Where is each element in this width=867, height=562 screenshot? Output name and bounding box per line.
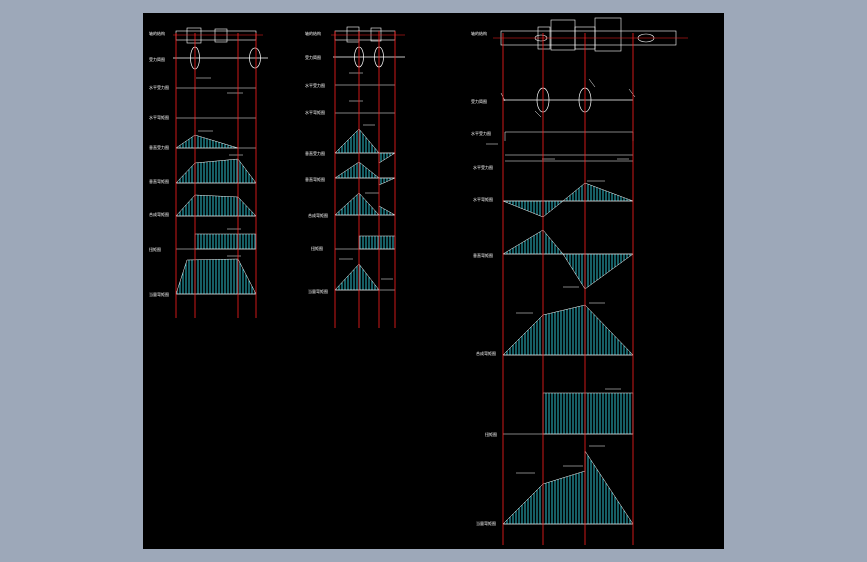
bearing-ellipses	[173, 46, 268, 70]
panel-left: 轴的结构 受力简图 水平受力图 水平弯矩图 垂直受力图 垂直弯矩图 合成弯矩图 …	[149, 27, 268, 318]
combined-moment-shape	[175, 194, 257, 217]
row-label-vertical-moment: 垂直弯矩图	[305, 176, 325, 182]
combined-moment-shape	[334, 192, 380, 216]
row-label-horizontal-moment: 水平弯矩图	[305, 109, 325, 115]
horizontal-moment-shape	[334, 128, 380, 154]
row-label-horizontal-moment: 水平弯矩图	[149, 114, 169, 120]
row-label-horizontal-force: 水平受力图	[471, 130, 491, 136]
row-label-horizontal-force-2: 水平受力图	[473, 164, 493, 170]
shaft-load-diagrams-drawing: 轴的结构 受力简图 水平受力图 水平弯矩图 垂直受力图 垂直弯矩图 合成弯矩图 …	[149, 17, 688, 545]
equivalent-moment-shape	[502, 450, 634, 525]
row-label-structure: 轴的结构	[149, 30, 165, 36]
row-label-force-sketch: 受力简图	[149, 56, 165, 62]
guide-lines	[334, 31, 396, 328]
combined-moment-tail-shape	[378, 205, 396, 216]
bearing-ellipses	[333, 46, 405, 68]
horizontal-moment-cross-shape	[542, 200, 564, 218]
vertical-moment-shape	[334, 161, 380, 179]
equivalent-moment-shape	[334, 263, 380, 291]
row-label-horizontal-force: 水平受力图	[149, 84, 169, 90]
shaft-outline	[493, 17, 688, 52]
vertical-moment-negative-shape	[562, 253, 634, 290]
equivalent-moment-shape	[175, 258, 257, 295]
row-label-horizontal-moment: 水平弯矩图	[473, 196, 493, 202]
row-label-equivalent-moment: 当量弯矩图	[149, 291, 169, 297]
force-arrows	[500, 78, 636, 118]
row-label-structure: 轴的结构	[305, 30, 321, 36]
row-label-combined-moment: 合成弯矩图	[149, 211, 169, 217]
row-label-vertical-moment: 垂直弯矩图	[473, 252, 493, 258]
torque-shape	[542, 392, 634, 435]
guide-lines	[175, 33, 257, 318]
guide-lines	[502, 33, 634, 545]
vertical-moment-shape	[175, 158, 257, 184]
bearing-ellipses	[503, 87, 633, 113]
drawing-viewport[interactable]: 轴的结构 受力简图 水平受力图 水平弯矩图 垂直受力图 垂直弯矩图 合成弯矩图 …	[143, 13, 724, 549]
row-label-torque: 扭矩图	[485, 431, 497, 437]
shaft-outline	[331, 26, 405, 43]
row-label-combined-moment: 合成弯矩图	[476, 350, 496, 356]
vertical-moment-positive-shape	[502, 229, 564, 255]
row-label-force-sketch: 受力简图	[471, 98, 487, 104]
shaft-outline	[173, 27, 263, 44]
row-label-horizontal-force: 水平受力图	[305, 82, 325, 88]
row-label-combined-moment: 合成弯矩图	[308, 212, 328, 218]
row-label-torque: 扭矩图	[311, 245, 323, 251]
panel-middle: 轴的结构 受力简图 水平受力图 水平弯矩图 垂直受力图 垂直弯矩图 合成弯矩图 …	[305, 26, 405, 328]
horizontal-moment-positive-shape	[562, 182, 634, 202]
annotation-marks	[196, 77, 243, 257]
annotation-marks	[339, 72, 393, 280]
horizontal-moment-negative-shape	[378, 152, 396, 164]
row-label-vertical-force: 垂直受力图	[149, 144, 169, 150]
horizontal-force-diagram	[504, 131, 634, 162]
row-label-structure: 轴的结构	[471, 30, 487, 36]
torque-shape	[358, 235, 396, 250]
horizontal-moment-shape	[175, 134, 239, 149]
torque-shape	[194, 233, 257, 250]
row-label-equivalent-moment: 当量弯矩图	[308, 288, 328, 294]
horizontal-moment-negative-shape	[502, 200, 544, 218]
vertical-moment-negative-shape	[378, 177, 396, 186]
row-label-force-sketch: 受力简图	[305, 54, 321, 60]
annotation-marks	[486, 143, 629, 474]
row-label-torque: 扭矩图	[149, 246, 161, 252]
panel-right: 轴的结构 受力简图 水平受力图 水平受力图 水平弯矩图 垂直弯矩图 合成弯矩图 …	[471, 17, 688, 545]
row-label-vertical-moment: 垂直弯矩图	[149, 178, 169, 184]
combined-moment-shape	[502, 304, 634, 356]
row-label-equivalent-moment: 当量弯矩图	[476, 520, 496, 526]
row-label-vertical-force: 垂直受力图	[305, 150, 325, 156]
